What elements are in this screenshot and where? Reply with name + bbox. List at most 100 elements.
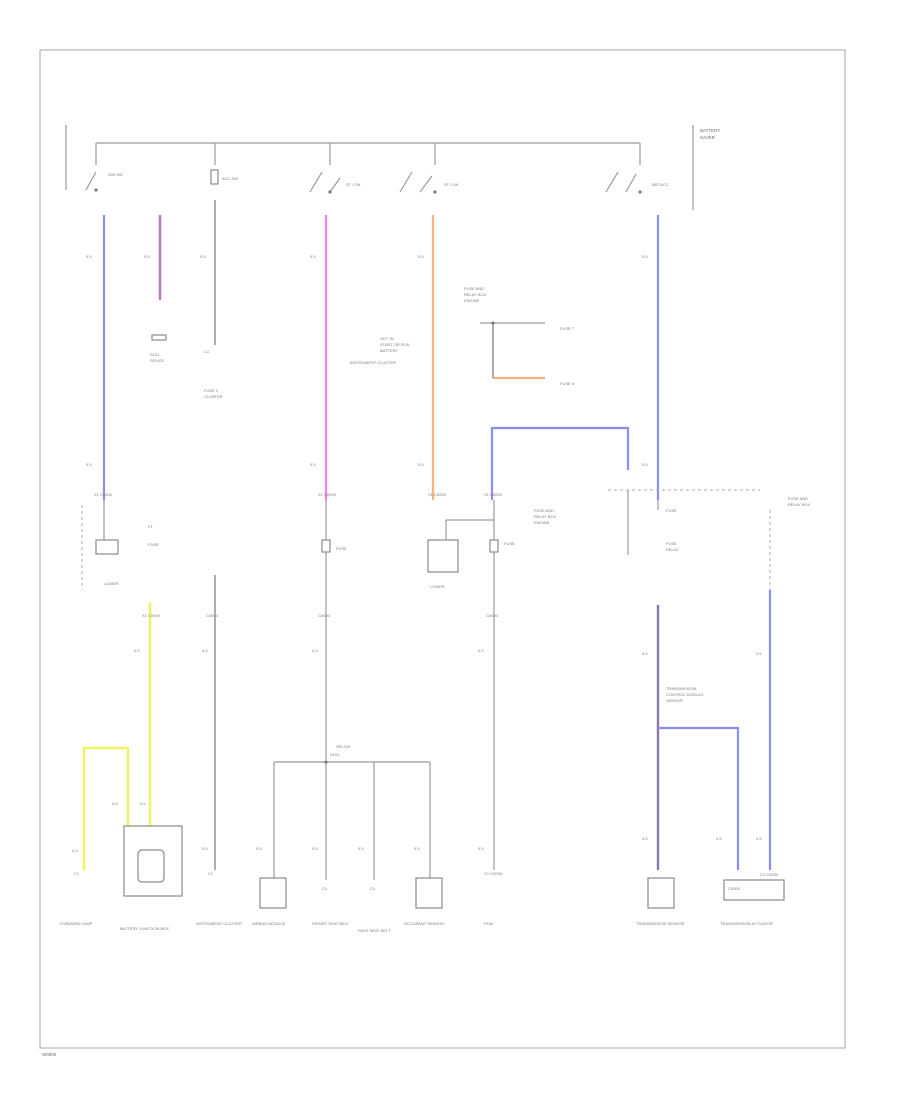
svg-text:C0000: C0000 bbox=[318, 613, 331, 618]
svg-text:0.5: 0.5 bbox=[756, 836, 762, 841]
svg-text:START OR RUN: START OR RUN bbox=[380, 342, 410, 347]
component-airbag-module: AIRBAG MODULE bbox=[252, 921, 286, 926]
svg-text:C1 C0000: C1 C0000 bbox=[760, 872, 779, 877]
svg-text:0.5: 0.5 bbox=[418, 462, 424, 467]
svg-text:FUSE 7: FUSE 7 bbox=[560, 326, 575, 331]
svg-text:LOWER: LOWER bbox=[104, 581, 119, 586]
svg-text:FUSE: FUSE bbox=[666, 508, 677, 513]
switch-st-on-1: ST / ON bbox=[309, 171, 360, 194]
svg-text:C1: C1 bbox=[322, 886, 328, 891]
svg-text:0.5: 0.5 bbox=[642, 254, 648, 259]
svg-text:FUSE: FUSE bbox=[336, 546, 347, 551]
svg-text:C0000: C0000 bbox=[206, 613, 219, 618]
svg-text:0.5: 0.5 bbox=[140, 801, 146, 806]
component-driver-seat-belt: DRIVER SEAT BELT bbox=[312, 921, 350, 926]
svg-text:ST / ON: ST / ON bbox=[444, 182, 458, 187]
svg-text:0.5: 0.5 bbox=[414, 846, 420, 851]
svg-text:C1: C1 bbox=[74, 871, 80, 876]
svg-text:C0000: C0000 bbox=[728, 886, 741, 891]
svg-text:RELAY: RELAY bbox=[666, 547, 679, 552]
center-splice: FUSE AND RELAY BOX ENGINE FUSE 7 FUSE 8 … bbox=[350, 286, 575, 386]
svg-text:ST / ON: ST / ON bbox=[346, 182, 360, 187]
svg-text:ENGINE: ENGINE bbox=[534, 520, 550, 525]
svg-text:0.5: 0.5 bbox=[642, 462, 648, 467]
svg-text:0.5: 0.5 bbox=[312, 846, 318, 851]
svg-text:BAT ACC: BAT ACC bbox=[652, 182, 669, 187]
svg-text:C1 C0000: C1 C0000 bbox=[484, 871, 503, 876]
svg-text:BATTERY: BATTERY bbox=[380, 348, 398, 353]
svg-text:0.5: 0.5 bbox=[202, 648, 208, 653]
bottom-components bbox=[259, 877, 785, 909]
svg-text:0.5: 0.5 bbox=[310, 462, 316, 467]
svg-text:0.5: 0.5 bbox=[144, 254, 150, 259]
svg-text:S101: S101 bbox=[330, 752, 340, 757]
svg-text:FUSE AND: FUSE AND bbox=[464, 286, 484, 291]
svg-text:X1 C0000: X1 C0000 bbox=[484, 492, 503, 497]
connector-row-lower: X1 C0000 C0000 C0000 C0000 0.5 0.5 0.5 0… bbox=[134, 613, 762, 757]
svg-text:FUSE 8: FUSE 8 bbox=[560, 381, 575, 386]
bottom-wire-labels: 0.5 0.5 0.5 0.5 0.5 0.5 0.5 0.5 0.5 0.5 … bbox=[72, 801, 779, 891]
svg-text:ACC SW: ACC SW bbox=[222, 176, 238, 181]
svg-text:RELAY BOX: RELAY BOX bbox=[534, 514, 557, 519]
wire-yellow-loop bbox=[82, 746, 130, 870]
component-forward-lamp: FORWARD LAMP bbox=[60, 921, 93, 926]
svg-text:HOT IN: HOT IN bbox=[380, 336, 394, 341]
svg-text:FUSE: FUSE bbox=[666, 541, 677, 546]
svg-text:RELAY BOX: RELAY BOX bbox=[788, 502, 811, 507]
connector-row-mid: X1 C0000 X1 C0000 X1 C0000 X1 C0000 bbox=[94, 489, 760, 497]
svg-text:RELAY BOX: RELAY BOX bbox=[464, 292, 487, 297]
fuse-block-right: FUSE FUSE RELAY FUSE AND RELAY BOX bbox=[627, 490, 811, 590]
svg-text:C0000: C0000 bbox=[486, 613, 499, 618]
svg-text:LOWER: LOWER bbox=[430, 584, 445, 589]
svg-text:SPLICE: SPLICE bbox=[336, 744, 351, 749]
svg-text:X1 C0000: X1 C0000 bbox=[94, 492, 113, 497]
svg-text:0.5: 0.5 bbox=[312, 648, 318, 653]
svg-text:0.5: 0.5 bbox=[86, 254, 92, 259]
switch-st-on-2: ST / ON bbox=[399, 171, 458, 194]
svg-text:C1: C1 bbox=[208, 871, 214, 876]
svg-text:F1: F1 bbox=[148, 524, 153, 529]
switch-acc: ACC SW bbox=[210, 169, 238, 185]
component-transmission-actuator: TRANSMISSION ACTUATOR bbox=[720, 921, 773, 926]
wire-labels-top: 0.5 0.5 0.5 0.5 0.5 0.5 0.5 0.5 0.5 0.5 bbox=[86, 254, 648, 467]
svg-text:ENGINE: ENGINE bbox=[464, 298, 480, 303]
svg-text:0.5: 0.5 bbox=[134, 648, 140, 653]
svg-text:0.5: 0.5 bbox=[756, 651, 762, 656]
svg-text:SPLICE: SPLICE bbox=[150, 358, 165, 363]
svg-text:0.5: 0.5 bbox=[478, 846, 484, 851]
svg-text:FUSE AND: FUSE AND bbox=[788, 496, 808, 501]
svg-text:FUSE: FUSE bbox=[504, 541, 515, 546]
svg-text:0.5: 0.5 bbox=[202, 846, 208, 851]
switch-ign: IGN SW bbox=[85, 171, 123, 192]
svg-text:0.5: 0.5 bbox=[418, 254, 424, 259]
svg-text:FUSE AND: FUSE AND bbox=[534, 508, 554, 513]
component-pcm: PCM bbox=[484, 921, 493, 926]
svg-text:0.5: 0.5 bbox=[86, 462, 92, 467]
svg-text:CLUSTER: CLUSTER bbox=[204, 394, 223, 399]
fuse-block-center: FUSE LOWER FUSE FUSE AND RELAY BOX ENGIN… bbox=[321, 500, 557, 610]
svg-text:0.5: 0.5 bbox=[310, 254, 316, 259]
component-pass-seat-belt: PASS SEAT BELT bbox=[358, 928, 391, 933]
svg-text:0.5: 0.5 bbox=[642, 651, 648, 656]
svg-text:FUSE 2: FUSE 2 bbox=[204, 388, 219, 393]
switch-bat-acc: BAT ACC bbox=[605, 171, 669, 194]
splice-left: S101 SPLICE C1 FUSE 2 CLUSTER bbox=[150, 334, 223, 399]
svg-text:0.5: 0.5 bbox=[72, 848, 78, 853]
svg-text:X1 C0000: X1 C0000 bbox=[428, 492, 447, 497]
svg-text:0.5: 0.5 bbox=[256, 846, 262, 851]
svg-text:FUSE: FUSE bbox=[148, 542, 159, 547]
svg-text:0.5: 0.5 bbox=[112, 801, 118, 806]
wire-blue-loop bbox=[490, 426, 630, 500]
svg-text:0.5: 0.5 bbox=[642, 836, 648, 841]
svg-text:0.5: 0.5 bbox=[478, 648, 484, 653]
component-names: FORWARD LAMP BATTERY JUNCTION BOX INSTRU… bbox=[60, 921, 773, 933]
battery-saver-label: BATTERY bbox=[700, 128, 720, 133]
svg-text:C1: C1 bbox=[204, 349, 210, 354]
svg-text:TRANSMISSION: TRANSMISSION bbox=[666, 686, 697, 691]
svg-text:X1 C0000: X1 C0000 bbox=[142, 613, 161, 618]
svg-text:S101: S101 bbox=[150, 352, 160, 357]
svg-text:0.5: 0.5 bbox=[200, 254, 206, 259]
svg-text:0.5: 0.5 bbox=[716, 836, 722, 841]
diagram-code: W0000 bbox=[42, 1052, 57, 1057]
